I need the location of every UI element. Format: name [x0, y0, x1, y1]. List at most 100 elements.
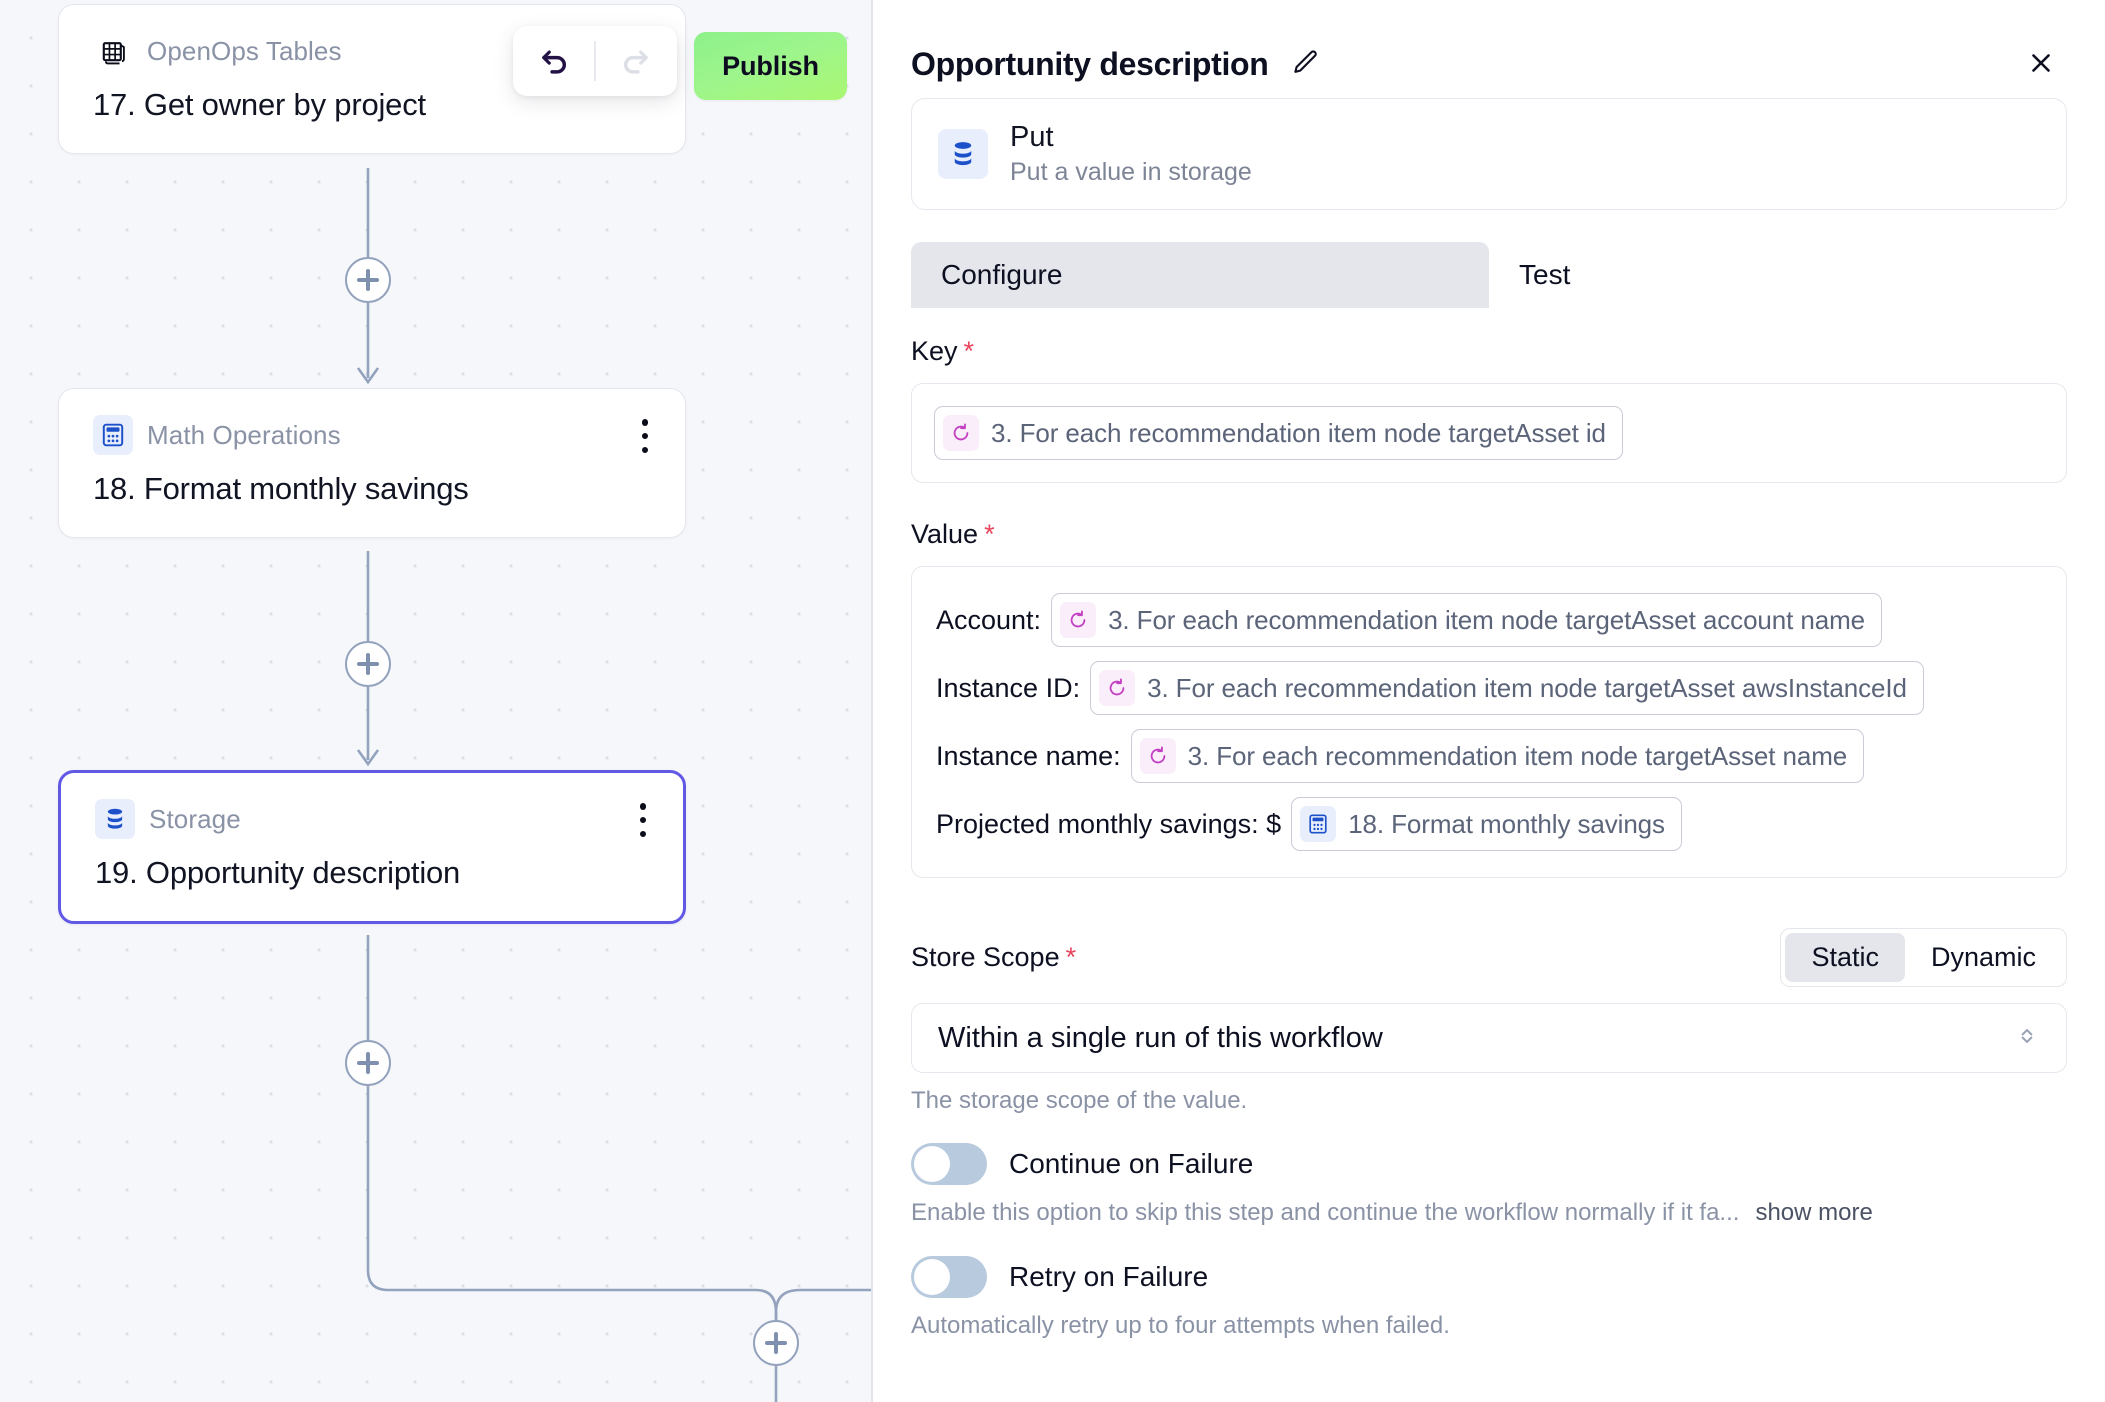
history-toolbar	[513, 26, 677, 96]
toggle-knob	[914, 1259, 950, 1296]
database-icon	[95, 799, 135, 839]
undo-button[interactable]	[513, 26, 594, 96]
table-stack-icon	[93, 31, 133, 71]
calculator-icon	[93, 415, 133, 455]
connector-lines	[356, 168, 873, 1402]
value-row-instance-id: Instance ID: 3. For each recommendation …	[936, 661, 2042, 716]
token-chip-label: 3. For each recommendation item node tar…	[1108, 604, 1866, 635]
page-title: Opportunity description	[911, 45, 1269, 82]
continue-on-failure-description-row: Enable this option to skip this step and…	[911, 1199, 2067, 1228]
add-step-button[interactable]	[345, 1040, 391, 1086]
pencil-icon	[1289, 47, 1321, 82]
value-prefix-label: Account:	[936, 604, 1042, 635]
node-header: Storage	[95, 799, 649, 839]
node-title: 18. Format monthly savings	[93, 471, 469, 506]
panel-header: Opportunity description	[873, 0, 2105, 94]
loop-icon	[1060, 602, 1097, 639]
settings-form: Key * 3. For each recommendation item no…	[873, 336, 2105, 1340]
retry-on-failure-description: Automatically retry up to four attempts …	[911, 1312, 1450, 1340]
piece-name: Put	[1010, 121, 1054, 153]
settings-tabs: Configure Test	[911, 242, 2067, 309]
continue-on-failure-toggle[interactable]	[911, 1143, 987, 1186]
token-chip-label: 3. For each recommendation item node tar…	[1147, 672, 1907, 703]
loop-icon	[1099, 670, 1136, 707]
token-chip[interactable]: 3. For each recommendation item node tar…	[1090, 661, 1924, 716]
required-asterisk: *	[984, 519, 995, 550]
tab-configure[interactable]: Configure	[911, 242, 1489, 309]
value-prefix-label: Instance name:	[936, 740, 1121, 771]
continue-on-failure-row: Continue on Failure	[911, 1143, 2067, 1186]
token-chip-label: 18. Format monthly savings	[1348, 808, 1665, 839]
value-field-label: Value *	[911, 519, 2067, 550]
value-row-savings: Projected monthly savings: $	[936, 797, 2042, 852]
token-chip-label: 3. For each recommendation item node tar…	[1187, 740, 1848, 771]
store-scope-select[interactable]: Within a single run of this workflow	[911, 1003, 2067, 1074]
store-scope-selected-value: Within a single run of this workflow	[938, 1021, 1383, 1054]
store-scope-label-text: Store Scope	[911, 942, 1060, 973]
loop-icon	[1139, 738, 1176, 775]
store-scope-label: Store Scope *	[911, 942, 1076, 973]
key-label-text: Key	[911, 336, 958, 367]
required-asterisk: *	[963, 336, 975, 367]
continue-on-failure-label: Continue on Failure	[1009, 1148, 1254, 1180]
token-chip[interactable]: 3. For each recommendation item node tar…	[1130, 729, 1865, 784]
piece-summary-card: Put Put a value in storage	[911, 98, 2067, 211]
rename-step-button[interactable]	[1287, 46, 1323, 82]
node-menu-button[interactable]	[637, 803, 649, 837]
toggle-knob	[914, 1146, 950, 1183]
piece-text-group: Put Put a value in storage	[1010, 121, 1252, 187]
toggle-dynamic[interactable]: Dynamic	[1905, 933, 2062, 982]
node-type-label: Math Operations	[147, 419, 341, 450]
value-input[interactable]: Account: 3. For each recommendation item…	[911, 566, 2067, 879]
node-header: OpenOps Tables	[93, 31, 651, 71]
value-prefix-label: Projected monthly savings: $	[936, 808, 1282, 839]
node-title: 17. Get owner by project	[93, 87, 426, 122]
continue-on-failure-description: Enable this option to skip this step and…	[911, 1199, 1740, 1227]
database-icon	[938, 129, 988, 180]
add-step-button[interactable]	[753, 1320, 799, 1366]
token-chip[interactable]: 18. Format monthly savings	[1291, 797, 1682, 852]
token-chip-label: 3. For each recommendation item node tar…	[991, 417, 1606, 448]
value-row-account: Account: 3. For each recommendation item…	[936, 593, 2042, 648]
node-title: 19. Opportunity description	[95, 855, 461, 890]
retry-on-failure-toggle[interactable]	[911, 1256, 987, 1299]
value-row-instance-name: Instance name: 3. For each recommendatio…	[936, 729, 2042, 784]
step-settings-panel: Opportunity description	[873, 0, 2105, 1402]
workflow-canvas[interactable]: OpenOps Tables 17. Get owner by project	[0, 0, 873, 1402]
close-panel-button[interactable]	[2019, 42, 2063, 86]
publish-button[interactable]: Publish	[694, 32, 847, 100]
calculator-icon	[1300, 806, 1337, 843]
loop-icon	[943, 415, 979, 452]
token-chip[interactable]: 3. For each recommendation item node tar…	[1051, 593, 1883, 648]
retry-on-failure-row: Retry on Failure	[911, 1256, 2067, 1299]
add-step-button[interactable]	[345, 641, 391, 687]
key-input[interactable]: 3. For each recommendation item node tar…	[911, 383, 2067, 484]
toggle-static[interactable]: Static	[1785, 933, 1905, 983]
retry-on-failure-description-row: Automatically retry up to four attempts …	[911, 1312, 2067, 1340]
workflow-node-19[interactable]: Storage 19. Opportunity description	[58, 770, 686, 924]
store-scope-header: Store Scope * Static Dynamic	[911, 928, 2067, 988]
redo-icon	[617, 41, 655, 82]
workflow-node-18[interactable]: Math Operations 18. Format monthly savin…	[58, 388, 686, 538]
store-scope-helper-text: The storage scope of the value.	[911, 1087, 1248, 1115]
required-asterisk: *	[1065, 942, 1077, 973]
redo-button[interactable]	[596, 26, 677, 96]
tab-test[interactable]: Test	[1489, 242, 2067, 309]
value-label-text: Value	[911, 519, 979, 550]
retry-on-failure-label: Retry on Failure	[1009, 1261, 1209, 1293]
panel-divider	[871, 0, 873, 1402]
node-menu-button[interactable]	[639, 419, 651, 453]
undo-icon	[535, 41, 573, 82]
add-step-button[interactable]	[345, 257, 391, 303]
piece-description: Put a value in storage	[1010, 158, 1252, 187]
value-prefix-label: Instance ID:	[936, 672, 1081, 703]
show-more-link[interactable]: show more	[1755, 1199, 1873, 1227]
static-dynamic-toggle: Static Dynamic	[1780, 928, 2067, 988]
token-chip[interactable]: 3. For each recommendation item node tar…	[934, 406, 1623, 461]
key-field-label: Key *	[911, 336, 2067, 367]
node-header: Math Operations	[93, 415, 651, 455]
chevron-updown-icon	[2014, 1023, 2040, 1054]
close-icon	[2026, 48, 2056, 81]
node-type-label: Storage	[149, 803, 241, 834]
